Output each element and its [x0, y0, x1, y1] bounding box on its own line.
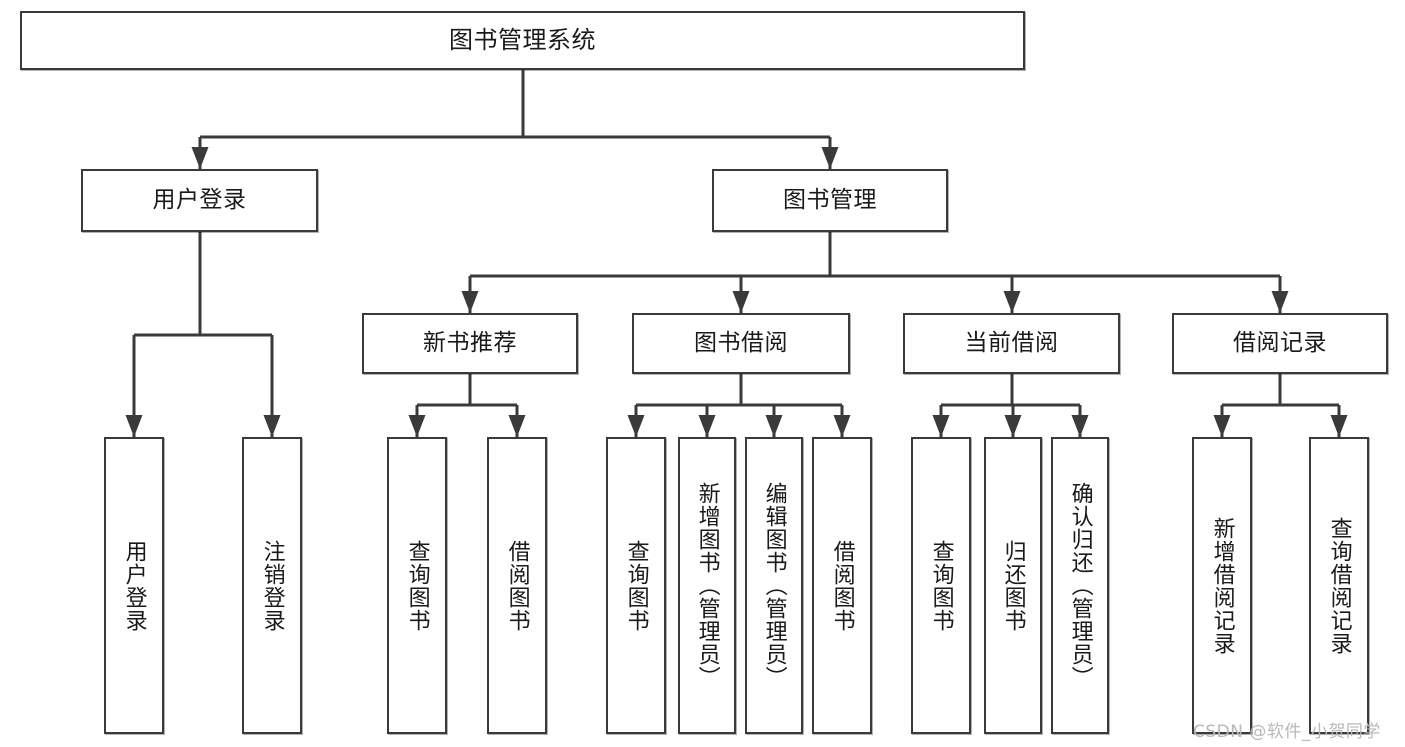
- node-leaf-cb-confirm[interactable]: 确认归还（管理员）: [1051, 437, 1109, 734]
- node-current-borrow[interactable]: 当前借阅: [903, 313, 1120, 374]
- node-leaf-bb-add[interactable]: 新增图书（管理员）: [678, 437, 736, 734]
- node-leaf-bb-borrow[interactable]: 借阅图书: [812, 437, 872, 734]
- node-book-borrow[interactable]: 图书借阅: [632, 313, 850, 374]
- arrowhead: [408, 415, 426, 437]
- arrowhead: [125, 415, 143, 437]
- arrowhead: [1003, 291, 1021, 313]
- csdn-watermark: CSDN @软件_小贺同学: [1193, 722, 1381, 742]
- arrowhead: [508, 415, 526, 437]
- node-leaf-cb-return[interactable]: 归还图书: [984, 437, 1042, 734]
- node-book-manage[interactable]: 图书管理: [712, 169, 948, 232]
- arrowhead: [932, 415, 950, 437]
- arrowhead: [833, 415, 851, 437]
- arrowhead: [461, 291, 479, 313]
- arrowhead: [821, 147, 839, 169]
- arrowhead: [627, 415, 645, 437]
- arrowhead: [1271, 291, 1289, 313]
- node-leaf-bb-query[interactable]: 查询图书: [606, 437, 666, 734]
- node-leaf-br-query[interactable]: 查询借阅记录: [1309, 437, 1369, 734]
- node-root[interactable]: 图书管理系统: [20, 11, 1025, 70]
- node-new-book-rec[interactable]: 新书推荐: [362, 313, 578, 374]
- node-leaf-br-add[interactable]: 新增借阅记录: [1192, 437, 1252, 734]
- arrowhead: [191, 147, 209, 169]
- node-leaf-user-login[interactable]: 用户登录: [104, 437, 164, 734]
- node-leaf-rec-query[interactable]: 查询图书: [387, 437, 447, 734]
- arrowhead: [1004, 415, 1022, 437]
- arrowhead: [263, 415, 281, 437]
- arrowhead: [698, 415, 716, 437]
- node-leaf-rec-borrow[interactable]: 借阅图书: [487, 437, 547, 734]
- arrowhead: [1330, 415, 1348, 437]
- arrowhead: [765, 415, 783, 437]
- arrowhead: [1071, 415, 1089, 437]
- arrowhead: [732, 291, 750, 313]
- arrowhead: [1213, 415, 1231, 437]
- node-user-login[interactable]: 用户登录: [81, 169, 318, 232]
- node-leaf-user-logout[interactable]: 注销登录: [242, 437, 302, 734]
- node-leaf-bb-edit[interactable]: 编辑图书（管理员）: [745, 437, 803, 734]
- node-borrow-record[interactable]: 借阅记录: [1172, 313, 1388, 374]
- node-leaf-cb-query[interactable]: 查询图书: [911, 437, 971, 734]
